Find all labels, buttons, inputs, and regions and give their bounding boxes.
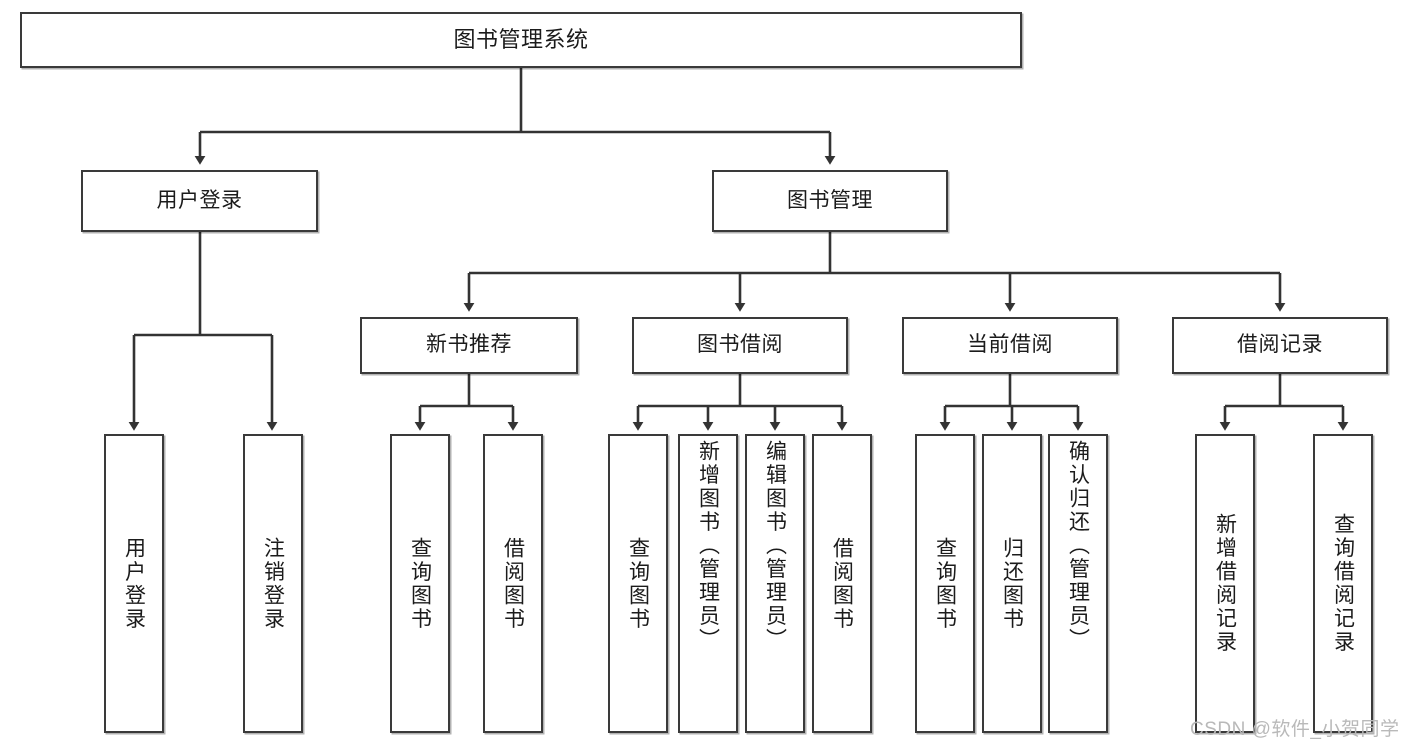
- node-borrow-record[interactable]: 借阅记录: [1172, 317, 1388, 374]
- node-leaf-user-login[interactable]: 用户登录: [104, 434, 164, 733]
- node-leaf-add-book[interactable]: 新增图书（管理员）: [678, 434, 738, 733]
- node-leaf-query-record[interactable]: 查询借阅记录: [1313, 434, 1373, 733]
- node-book-management-label: 图书管理: [787, 188, 873, 212]
- node-leaf-query-book-2[interactable]: 查询图书: [608, 434, 668, 733]
- node-leaf-query-book-1-label: 查询图书: [408, 536, 432, 631]
- node-leaf-add-book-label: 新增图书（管理员）: [696, 440, 720, 652]
- node-leaf-query-book-1[interactable]: 查询图书: [390, 434, 450, 733]
- node-root-label: 图书管理系统: [453, 26, 589, 52]
- node-leaf-query-book-3-label: 查询图书: [933, 536, 957, 631]
- node-borrow-record-label: 借阅记录: [1237, 333, 1323, 357]
- node-leaf-return-book-label: 归还图书: [1000, 536, 1024, 631]
- node-book-borrow[interactable]: 图书借阅: [632, 317, 848, 374]
- node-leaf-user-logout[interactable]: 注销登录: [243, 434, 303, 733]
- node-leaf-borrow-book-1-label: 借阅图书: [501, 536, 525, 631]
- node-new-book-recommend[interactable]: 新书推荐: [360, 317, 578, 374]
- node-leaf-user-logout-label: 注销登录: [261, 536, 285, 631]
- node-leaf-query-book-3[interactable]: 查询图书: [915, 434, 975, 733]
- node-leaf-borrow-book-2-label: 借阅图书: [830, 536, 854, 631]
- node-leaf-query-record-label: 查询借阅记录: [1331, 513, 1355, 654]
- node-leaf-confirm-return[interactable]: 确认归还（管理员）: [1048, 434, 1108, 733]
- node-leaf-user-login-label: 用户登录: [122, 536, 146, 631]
- node-leaf-add-record[interactable]: 新增借阅记录: [1195, 434, 1255, 733]
- node-current-borrow[interactable]: 当前借阅: [902, 317, 1118, 374]
- node-leaf-edit-book-label: 编辑图书（管理员）: [763, 440, 787, 652]
- node-new-book-recommend-label: 新书推荐: [426, 333, 512, 357]
- node-book-management[interactable]: 图书管理: [712, 170, 948, 232]
- node-leaf-borrow-book-2[interactable]: 借阅图书: [812, 434, 872, 733]
- node-root[interactable]: 图书管理系统: [20, 12, 1022, 68]
- node-current-borrow-label: 当前借阅: [967, 333, 1053, 357]
- node-leaf-query-book-2-label: 查询图书: [626, 536, 650, 631]
- node-leaf-edit-book[interactable]: 编辑图书（管理员）: [745, 434, 805, 733]
- node-leaf-add-record-label: 新增借阅记录: [1213, 513, 1237, 654]
- node-leaf-borrow-book-1[interactable]: 借阅图书: [483, 434, 543, 733]
- node-book-borrow-label: 图书借阅: [697, 333, 783, 357]
- node-user-login[interactable]: 用户登录: [81, 170, 318, 232]
- node-leaf-confirm-return-label: 确认归还（管理员）: [1066, 440, 1090, 652]
- node-user-login-label: 用户登录: [156, 188, 243, 212]
- node-leaf-return-book[interactable]: 归还图书: [982, 434, 1042, 733]
